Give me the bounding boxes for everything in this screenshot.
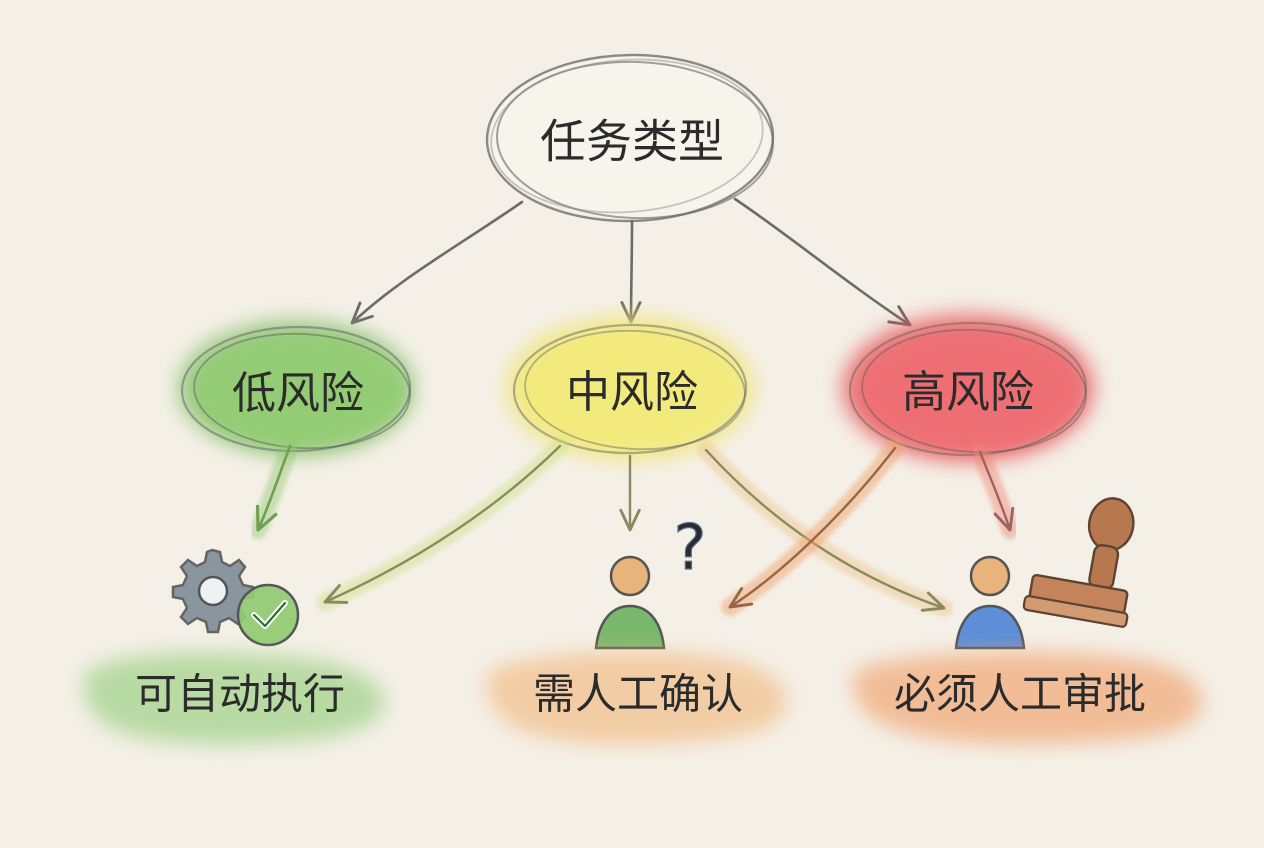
confirm-icon-group: ? [594, 510, 707, 650]
person-icon [954, 555, 1026, 650]
root-to-medium-connector [620, 219, 642, 324]
high-risk-label: 高风险 [902, 367, 1034, 418]
auto-execute-icon-group [171, 548, 300, 647]
confirm-label: 需人工确认 [533, 670, 743, 719]
high-risk-node: 高风险 [842, 314, 1094, 462]
medium-risk-label: 中风险 [566, 367, 698, 418]
root-connectors [350, 197, 912, 327]
high-risk-outline-2 [861, 328, 1087, 454]
auto-execute-label: 可自动执行 [135, 670, 345, 719]
low-risk-outline-2 [193, 332, 411, 450]
low-to-auto-connector [255, 444, 292, 532]
root-node: 任务类型 [485, 53, 775, 223]
high-to-approve-connector [978, 450, 1015, 532]
confirm-outcome: 需人工确认 [485, 651, 787, 745]
check-badge-icon [236, 583, 300, 647]
low-risk-label: 低风险 [232, 368, 364, 419]
gear-icon [171, 548, 255, 634]
high-risk-wash-inner [858, 330, 1082, 454]
high-risk-outline-1 [848, 321, 1088, 457]
root-to-high-connector [733, 197, 912, 327]
auto-execute-outcome: 可自动执行 [83, 652, 385, 745]
approval-icon-group [954, 497, 1135, 650]
root-node-fill [490, 58, 770, 218]
medium-to-auto-connector [323, 444, 562, 604]
medium-risk-wash-inner [520, 330, 740, 450]
question-mark-icon: ? [674, 511, 707, 584]
confirm-wash [485, 651, 787, 745]
risk-to-outcome-connectors [249, 437, 1019, 617]
approval-wash [852, 652, 1203, 745]
medium-risk-node: 中风险 [506, 316, 754, 460]
root-node-outline-2 [496, 60, 774, 220]
stamp-icon [1022, 497, 1135, 628]
approval-label: 必须人工审批 [894, 670, 1146, 719]
approval-outcome: 必须人工审批 [852, 652, 1203, 745]
root-node-outline-3 [490, 58, 764, 214]
low-risk-wash-inner [192, 334, 408, 450]
high-to-confirm-connector [728, 446, 897, 609]
root-node-label: 任务类型 [540, 115, 724, 169]
root-to-low-connector [350, 200, 524, 325]
person-icon [594, 555, 666, 650]
auto-execute-wash [83, 652, 385, 745]
low-risk-node: 低风险 [178, 320, 414, 456]
